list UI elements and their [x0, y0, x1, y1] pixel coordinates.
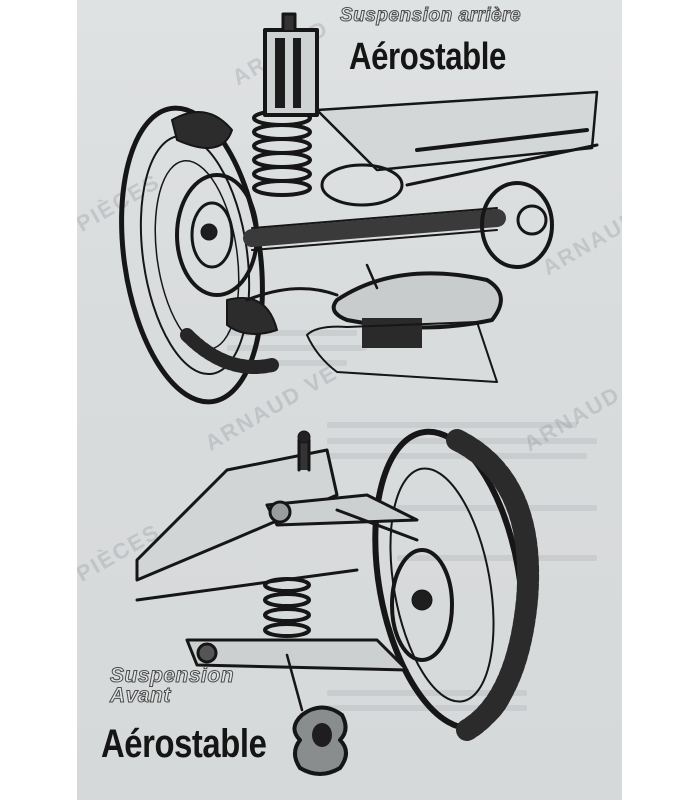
rear-subtitle: Suspension arrière	[339, 5, 522, 27]
bleed-through-text	[327, 453, 587, 459]
front-title: Aérostable	[101, 722, 267, 766]
bleed-through-text	[227, 360, 347, 366]
bleed-through-text	[397, 555, 597, 561]
rear-title: Aérostable	[349, 36, 506, 78]
bleed-through-text	[327, 422, 577, 428]
rear-suspension-drawing	[119, 12, 599, 405]
front-subtitle-line1: Suspension	[109, 664, 235, 688]
suspension-illustration	[119, 12, 599, 776]
printed-page: ARNAUD PIÈCES ARNAUD VE PIÈCES ARNAUD V …	[77, 0, 622, 800]
bleed-through-text	[227, 330, 357, 336]
bleed-through-text	[397, 505, 597, 511]
front-suspension-drawing	[135, 428, 540, 776]
front-subtitle-line2: Avant	[110, 684, 171, 708]
bleed-through-text	[227, 345, 367, 351]
bleed-through-text	[327, 690, 527, 696]
